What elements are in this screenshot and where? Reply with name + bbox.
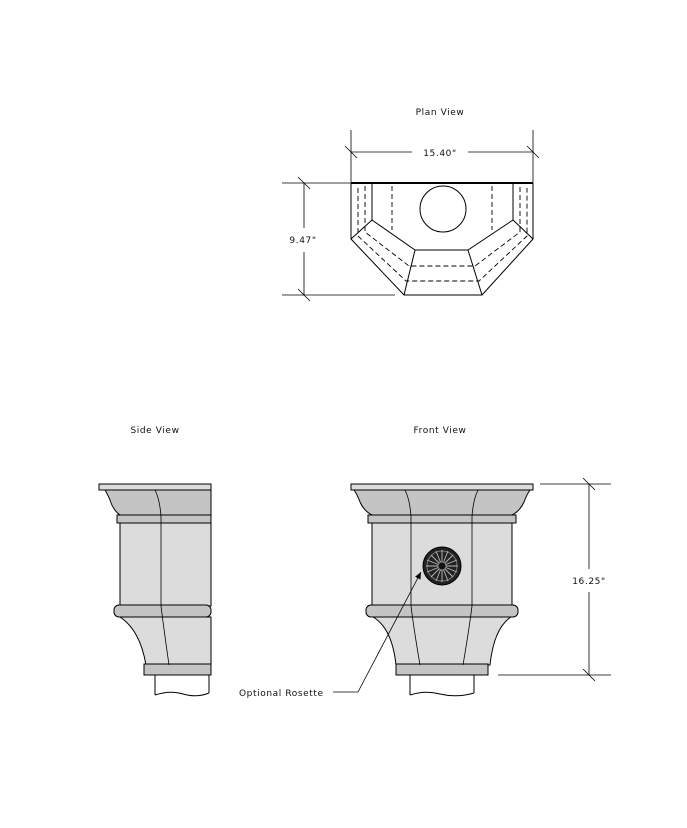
front-view-title: Front View	[414, 426, 467, 436]
front-height-label: 16.25"	[572, 577, 606, 587]
plan-inner-outline	[371, 183, 514, 251]
rosette-callout-label: Optional Rosette	[239, 689, 324, 699]
side-top-cap	[98, 483, 212, 491]
front-height-dimension: 16.25"	[498, 477, 611, 682]
plan-hidden-lines	[364, 186, 521, 267]
plan-outer-outline	[350, 182, 534, 296]
plan-depth-label: 9.47"	[289, 236, 316, 246]
side-plinth	[143, 663, 212, 676]
plan-circle-opening	[419, 185, 467, 233]
front-view: Front View	[239, 426, 611, 699]
front-plinth	[395, 663, 489, 676]
front-crown-molding	[353, 489, 531, 516]
front-top-cap	[350, 483, 534, 491]
plan-view-title: Plan View	[416, 108, 465, 118]
rosette-icon	[422, 546, 462, 586]
front-lower-cove	[371, 616, 513, 666]
side-view-title: Side View	[130, 426, 179, 436]
side-crown-molding	[104, 489, 212, 516]
plan-view: Plan View 15.40" 9.47"	[282, 108, 540, 302]
side-body	[119, 522, 212, 607]
plan-depth-dimension: 9.47"	[282, 176, 395, 302]
side-view: Side View	[98, 426, 212, 697]
plan-width-label: 15.40"	[423, 149, 457, 159]
rosette-callout: Optional Rosette	[239, 571, 422, 699]
plan-width-dimension: 15.40"	[344, 130, 540, 182]
front-band	[365, 604, 519, 618]
